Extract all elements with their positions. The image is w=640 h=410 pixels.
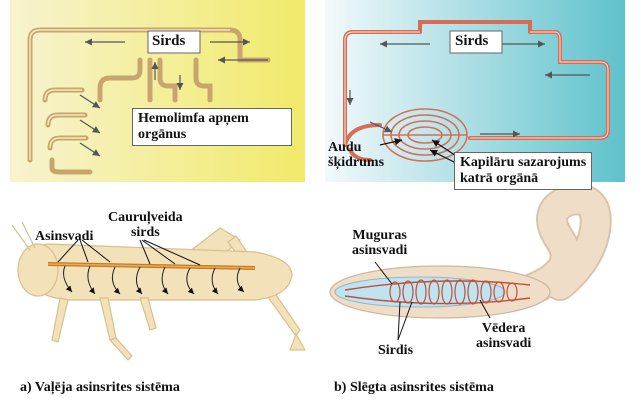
open-system-schematic [10, 0, 305, 182]
dorsal-line-1: Muguras [352, 228, 407, 243]
earthworm-illustration [329, 183, 612, 341]
tubular-heart-label: Cauruļveida sirds [108, 210, 183, 241]
open-heart-box [147, 30, 201, 54]
closed-heart-box [449, 30, 503, 54]
ventral-line-1: Vēdera [481, 321, 526, 336]
grasshopper-illustration [11, 221, 307, 361]
capillary-callout: Kapilāru sazarojums katrā orgānā [454, 152, 593, 191]
dorsal-vessel-label: Muguras asinsvadi [352, 228, 407, 259]
tissue-fluid-line-1: Audu [328, 140, 362, 155]
closed-system-schematic [325, 0, 625, 182]
vessels-label: Asinsvadi [35, 229, 94, 244]
open-system-caption: a) Vaļēja asinsrites sistēma [20, 380, 180, 395]
tissue-fluid-label: Audu šķidrums [328, 140, 384, 171]
capillary-line-2: katrā orgānā [460, 171, 539, 187]
ventral-line-2: asinsvadi [476, 336, 532, 352]
tubular-heart-line-2: sirds [130, 225, 160, 241]
tissue-fluid-line-2: šķidrums [328, 155, 385, 171]
worm-heart-label: Sirdis [378, 343, 414, 358]
closed-system-caption: b) Slēgta asinsrites sistēma [334, 380, 494, 395]
capillary-line-1: Kapilāru sazarojums [460, 155, 587, 170]
hemolymph-callout: Hemolimfa apņem orgānus [132, 108, 292, 147]
dorsal-line-2: asinsvadi [352, 243, 408, 259]
open-heart-label: Sirds [152, 33, 186, 49]
closed-heart-label: Sirds [455, 33, 489, 49]
tubular-heart-line-1: Cauruļveida [108, 210, 183, 225]
worm-heart-loops [389, 279, 518, 305]
ventral-vessel-label: Vēdera asinsvadi [476, 321, 531, 352]
